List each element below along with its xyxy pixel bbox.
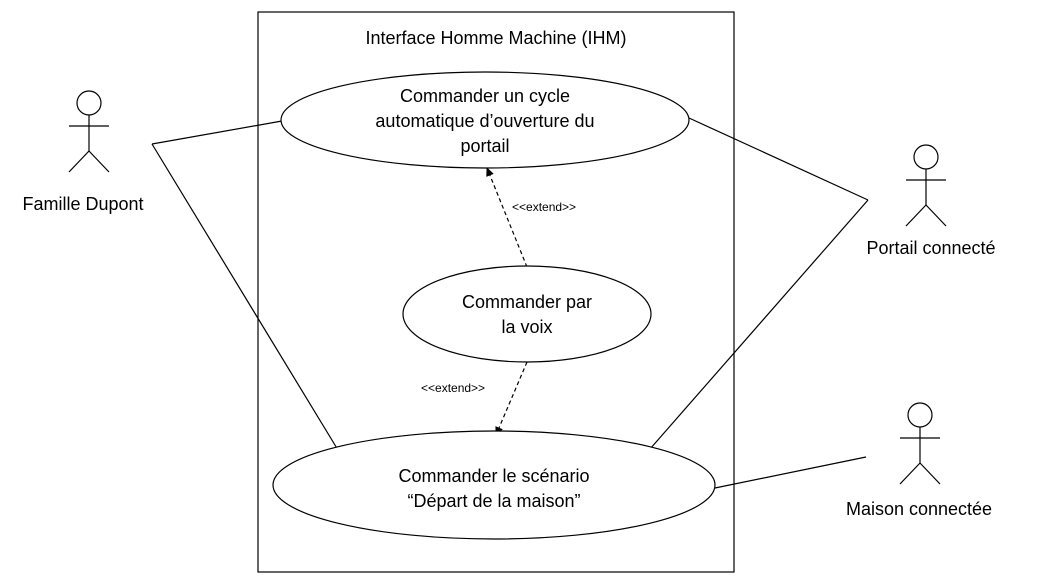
extend-arrow-top — [486, 167, 528, 268]
actor-maison-head-icon — [907, 402, 933, 428]
actor-maison-label: Maison connectée — [846, 499, 992, 519]
use-case-voix-line-1: Commander par — [462, 292, 592, 312]
use-case-scenario-ellipse — [272, 430, 716, 540]
actor-portail-connecte — [905, 144, 947, 227]
use-case-scenario: Commander le scénario “Départ de la mais… — [272, 430, 716, 540]
use-case-cycle-line-1: Commander un cycle — [400, 86, 570, 106]
use-case-voix: Commander par la voix — [402, 265, 652, 363]
actor-portail-label: Portail connecté — [866, 238, 995, 258]
use-case-scenario-line-1: Commander le scénario — [398, 466, 589, 486]
use-case-cycle-ellipse — [280, 71, 690, 169]
use-case-voix-line-2: la voix — [501, 317, 552, 337]
assoc-cycle-portail — [688, 117, 869, 201]
extend-label-top: <<extend>> — [512, 200, 576, 214]
use-case-cycle: Commander un cycle automatique d’ouvertu… — [280, 71, 690, 169]
use-case-scenario-line-2: “Départ de la maison” — [407, 491, 580, 511]
extend-label-bottom: <<extend>> — [421, 381, 485, 395]
actor-famille-head-icon — [76, 90, 102, 116]
assoc-scenario-portail — [649, 199, 869, 450]
actor-famille-dupont — [68, 90, 110, 173]
use-case-cycle-line-3: portail — [460, 136, 509, 156]
actor-famille-label: Famille Dupont — [22, 194, 143, 214]
use-case-cycle-line-2: automatique d’ouverture du — [375, 111, 594, 131]
associations — [151, 117, 869, 489]
actor-portail-head-icon — [913, 144, 939, 170]
actor-maison-connectee — [899, 402, 941, 485]
assoc-famille-scenario — [151, 143, 339, 451]
extend-arrow-bottom — [495, 361, 528, 436]
assoc-scenario-maison — [714, 456, 867, 489]
system-title: Interface Homme Machine (IHM) — [365, 28, 626, 48]
use-case-voix-ellipse — [402, 265, 652, 363]
assoc-famille-cycle — [151, 120, 283, 145]
system-boundary — [257, 11, 735, 573]
